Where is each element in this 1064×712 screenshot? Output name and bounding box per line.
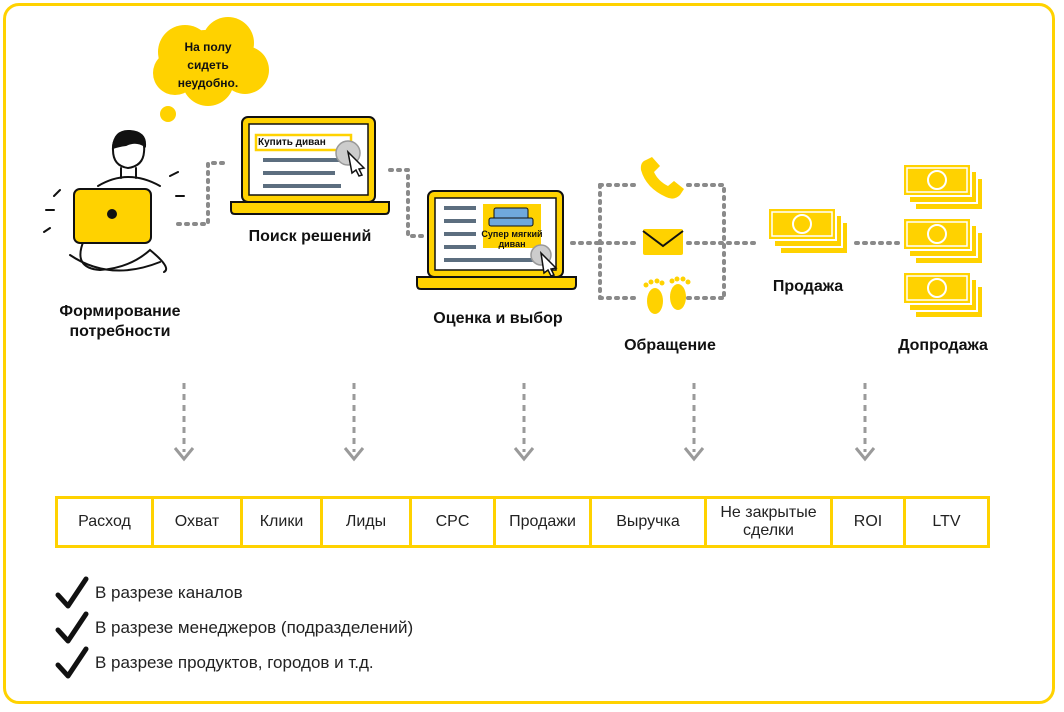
phone-icon <box>640 157 684 199</box>
metric-cell: Не закрытые сделки <box>707 499 833 545</box>
metric-cell: Охват <box>154 499 243 545</box>
person-with-laptop-icon <box>43 129 185 273</box>
metric-cell: LTV <box>932 513 961 530</box>
money-stack-upsell-icon <box>902 163 984 319</box>
dotted-connectors <box>176 161 900 300</box>
outer-frame <box>3 3 1055 704</box>
stage-label-contact: Обращение <box>624 337 716 354</box>
stage-label-need-line-1: Формирование <box>59 303 181 320</box>
checklist-item: В разрезе менеджеров (подразделений) <box>55 611 413 645</box>
thought-bubble <box>153 17 269 122</box>
laptop-search-icon <box>230 116 390 215</box>
metrics-table: Расход Охват Клики Лиды CPC Продажи Выру… <box>55 496 990 548</box>
stage-label-upsell: Допродажа <box>898 337 988 354</box>
stage-label-sale: Продажа <box>772 278 844 295</box>
metric-cell-line-2: сделки <box>743 522 794 539</box>
metric-cell: Клики <box>243 499 323 545</box>
checklist-item: В разрезе каналов <box>55 576 243 610</box>
envelope-icon <box>642 229 684 255</box>
person-laptop <box>73 188 152 244</box>
checkmark-icon <box>55 646 89 679</box>
metric-cell: Расход <box>58 499 154 545</box>
metric-cell: Продажи <box>496 499 592 545</box>
metric-cell: Выручка <box>592 499 707 545</box>
metric-cell: ROI <box>833 499 906 545</box>
laptop-product-icon <box>416 190 577 290</box>
thought-line-2: сидеть <box>187 58 229 72</box>
product-name-line-1: Супер мягкий <box>481 229 543 239</box>
checklist-item: В разрезе продуктов, городов и т.д. <box>55 646 374 680</box>
metric-cell: Лиды <box>323 499 412 545</box>
checkmark-icon <box>55 611 89 644</box>
sofa-icon <box>488 207 534 227</box>
stage-label-need-line-2: потребности <box>69 323 171 340</box>
footprints-icon <box>643 276 691 314</box>
checklist-text: В разрезе каналов <box>95 583 243 602</box>
down-arrow-icon <box>683 383 705 462</box>
down-arrows <box>173 383 876 462</box>
metric-cell: CPC <box>412 499 496 545</box>
checkmark-icon <box>55 576 89 609</box>
down-arrow-icon <box>854 383 876 462</box>
down-arrow-icon <box>513 383 535 462</box>
down-arrow-icon <box>173 383 195 462</box>
metric-cell-line-1: Не закрытые <box>720 504 817 521</box>
down-arrow-icon <box>343 383 365 462</box>
stage-label-search: Поиск решений <box>248 228 372 245</box>
stage-label-eval: Оценка и выбор <box>433 310 563 327</box>
thought-line-3: неудобно. <box>177 76 239 90</box>
money-stack-sale-icon <box>767 207 849 255</box>
thought-line-1: На полу <box>184 40 232 54</box>
checklist-text: В разрезе менеджеров (подразделений) <box>95 618 414 637</box>
thought-bubble-text: На полу сидеть неудобно. <box>170 38 246 92</box>
search-query-text: Купить диван <box>258 137 326 148</box>
stage-label-need: Формирование потребности <box>40 302 200 342</box>
checklist-text: В разрезе продуктов, городов и т.д. <box>95 653 374 672</box>
product-name-text: Супер мягкий диван <box>478 229 546 249</box>
product-name-line-2: диван <box>498 239 526 249</box>
